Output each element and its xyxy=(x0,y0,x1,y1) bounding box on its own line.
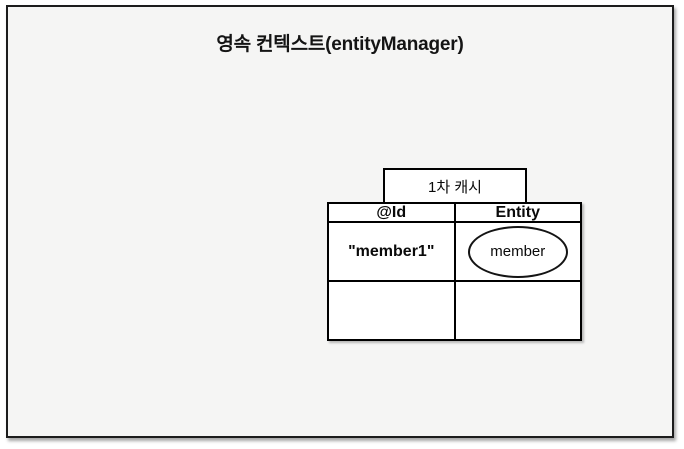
id-value: "member1" xyxy=(348,242,435,260)
entity-ellipse: member xyxy=(467,225,568,278)
first-level-cache-label: 1차 캐시 xyxy=(428,178,482,196)
entity-name: member xyxy=(490,243,546,260)
entity-cell: member xyxy=(456,223,581,280)
first-level-cache-tab: 1차 캐시 xyxy=(383,168,527,204)
cache-table-row: "member1" member xyxy=(329,223,580,282)
id-cell: "member1" xyxy=(329,223,456,280)
cache-table: @Id Entity "member1" member xyxy=(327,202,582,341)
entity-cell-empty xyxy=(456,282,581,339)
persistence-context-box: 영속 컨텍스트(entityManager) 1차 캐시 @Id Entity … xyxy=(6,5,674,438)
persistence-context-title: 영속 컨텍스트(entityManager) xyxy=(216,34,464,55)
id-cell-empty xyxy=(329,282,456,339)
cache-table-header-row: @Id Entity xyxy=(329,204,580,223)
id-column-header: @Id xyxy=(329,204,456,221)
entity-column-header: Entity xyxy=(495,203,540,221)
cache-table-row-empty xyxy=(329,282,580,339)
